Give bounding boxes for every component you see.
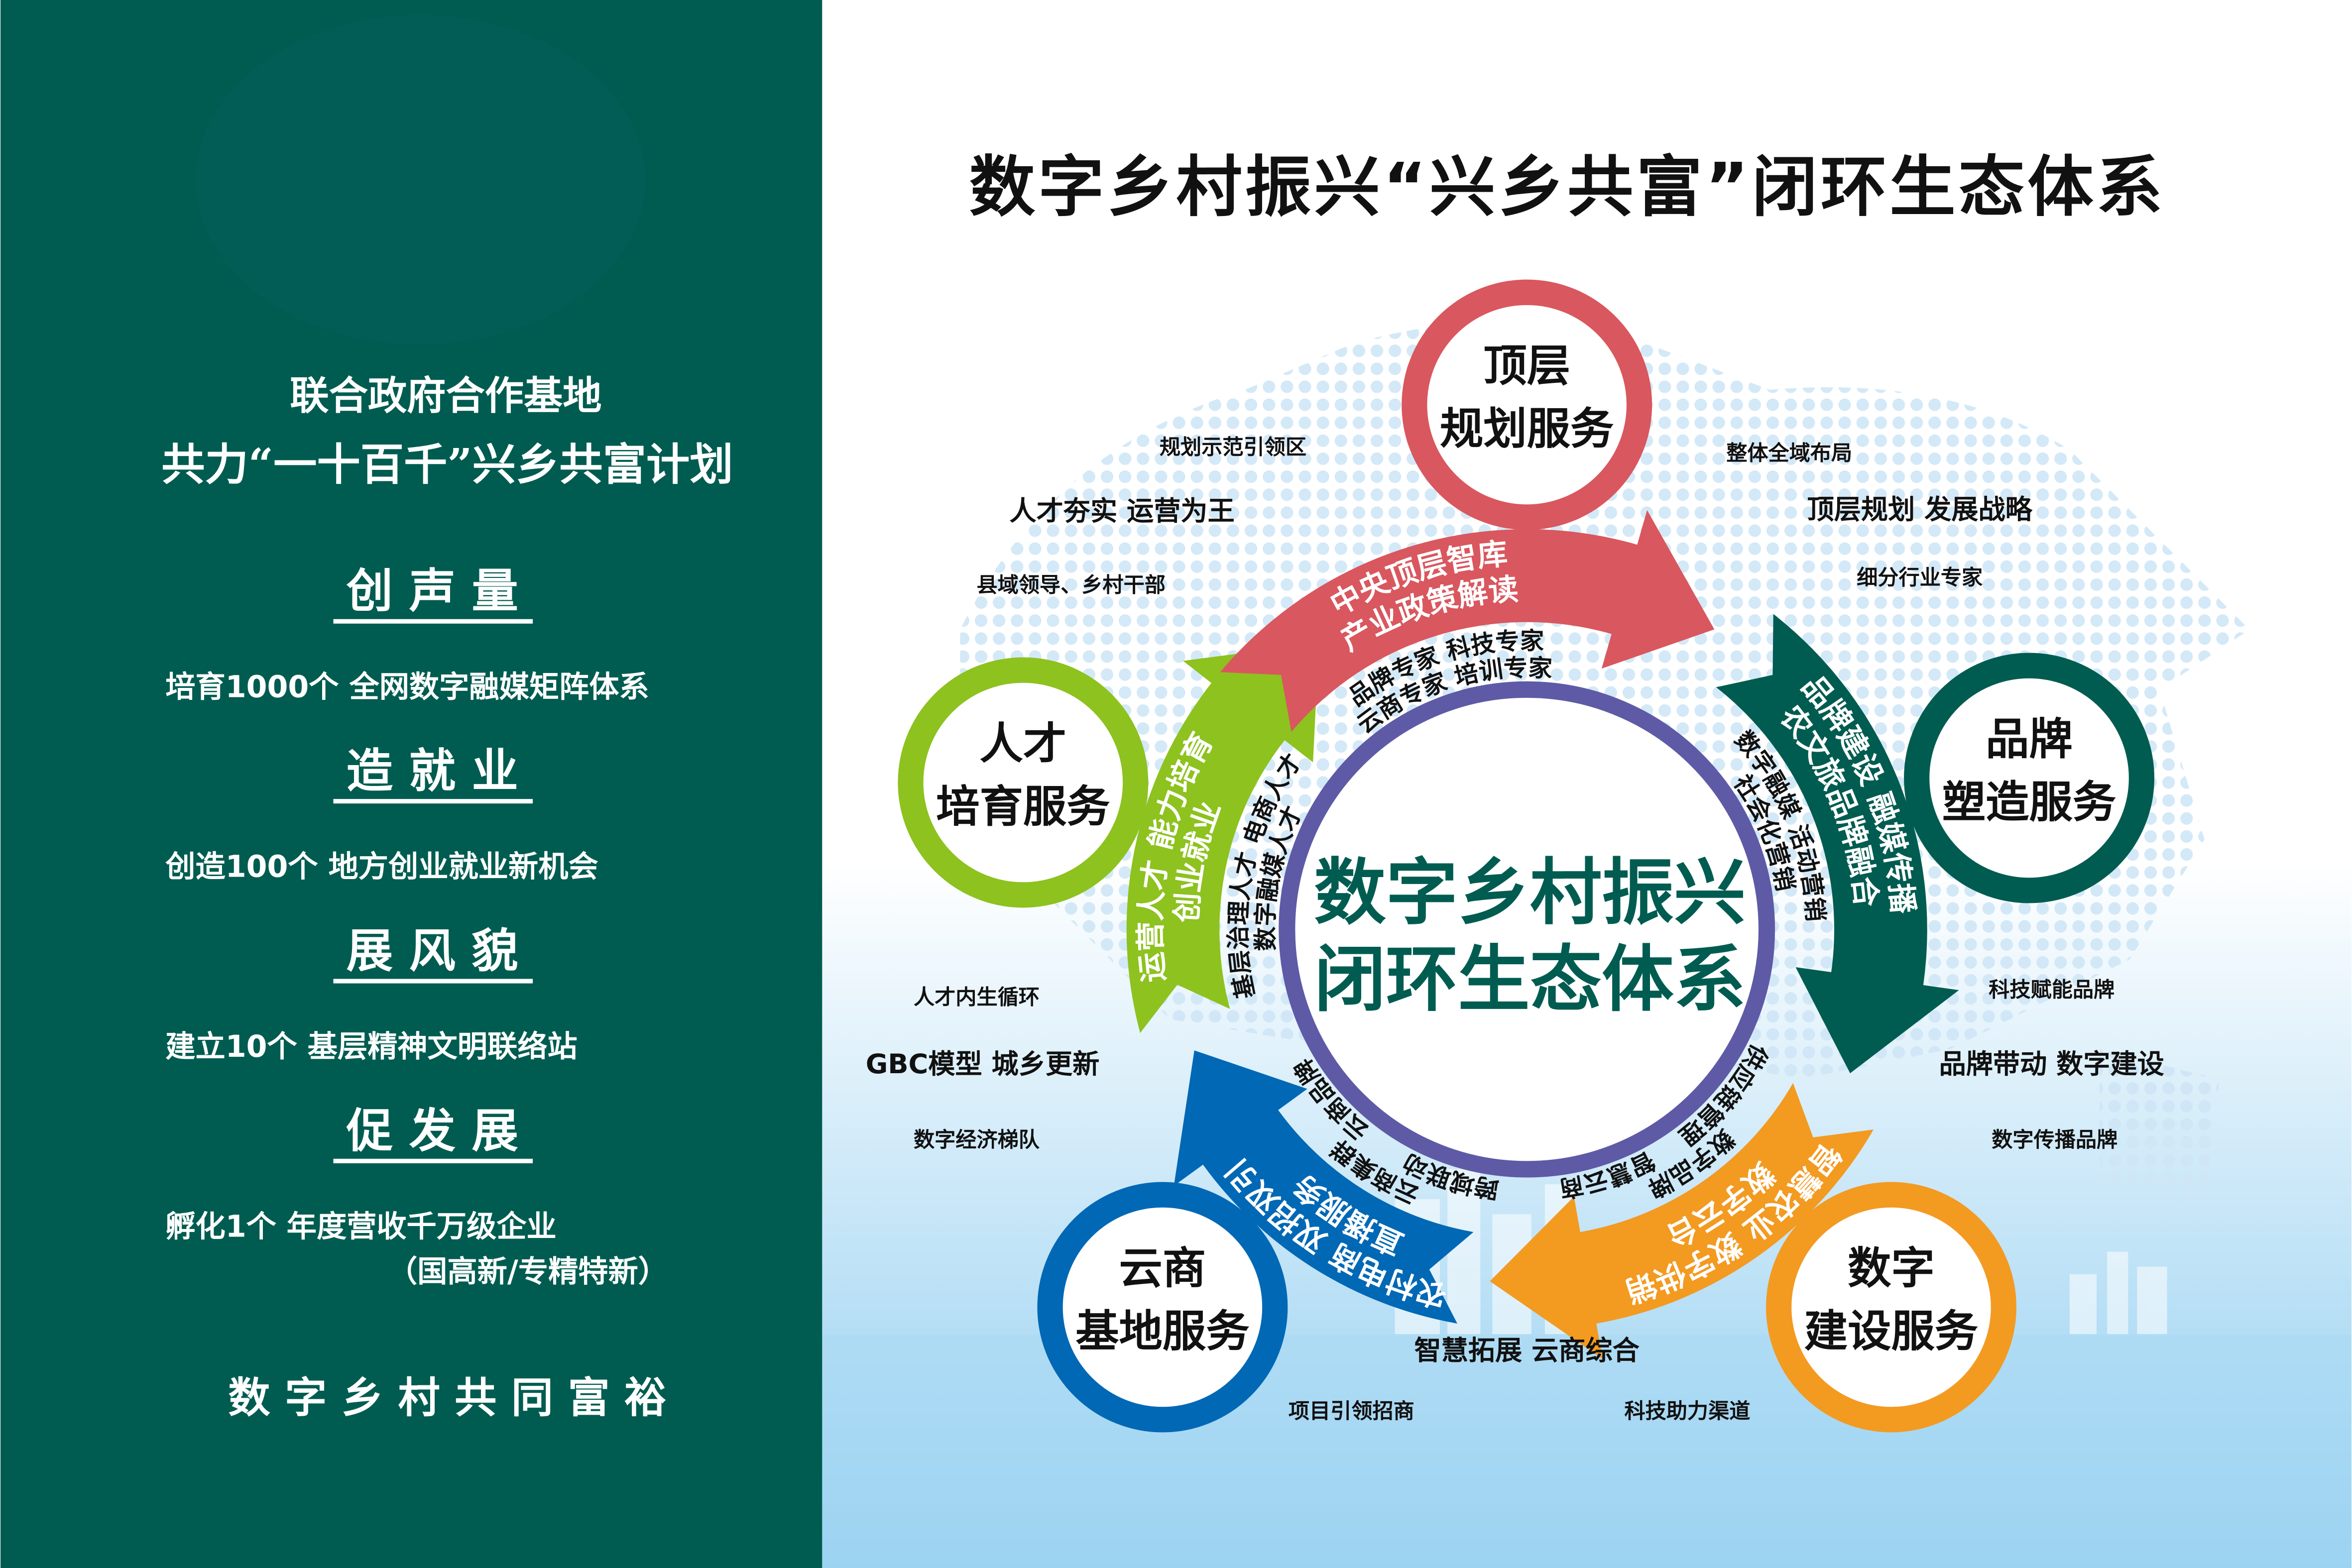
node-ring (1402, 279, 1652, 530)
section-heading: 促 发 展 (346, 1104, 518, 1158)
left-subtitle-2: 共力“一十百千”兴乡共富计划 (161, 439, 733, 490)
side-label: 整体全域布局 (1726, 441, 1852, 465)
heading-underline (333, 799, 533, 804)
node-ring (898, 657, 1149, 908)
section-heading: 造 就 业 (347, 744, 518, 798)
arrow-ring (1126, 510, 1959, 1359)
node-title-line1: 品牌 (1986, 714, 2073, 765)
node-title-line1: 数字 (1848, 1243, 1935, 1294)
side-label: 顶层规划 发展战略 (1807, 494, 2033, 525)
side-label: 科技助力渠道 (1624, 1399, 1750, 1423)
side-label: 细分行业专家 (1857, 565, 1983, 589)
arrow-red-shape (1220, 510, 1715, 732)
page-title: 数字乡村振兴“兴乡共富”闭环生态体系 (969, 149, 2166, 226)
side-label: 智慧拓展 云商综合 (1414, 1335, 1640, 1366)
arrow-orange-shape (1490, 1083, 1874, 1359)
side-label: 项目引领招商 (1289, 1399, 1414, 1423)
left-panel-logo-shadow (195, 15, 645, 345)
section-line: 建立10个 基层精神文明联络站 (165, 1029, 577, 1064)
side-label: 县域领导、乡村干部 (976, 573, 1165, 597)
side-label: 规划示范引领区 (1160, 435, 1306, 459)
section-line: 培育1000个 全网数字融媒矩阵体系 (165, 670, 649, 704)
heading-underline (333, 1158, 533, 1163)
node-ring (1037, 1182, 1288, 1433)
arrow-teal-shape (1716, 614, 1959, 1074)
center-title-line1: 数字乡村振兴 (1314, 851, 1746, 935)
node-title-line1: 云商 (1119, 1243, 1206, 1294)
side-label: 品牌带动 数字建设 (1939, 1048, 2164, 1080)
side-label: 数字经济梯队 (914, 1127, 1040, 1152)
node-title-line2: 建设服务 (1804, 1306, 1978, 1356)
heading-underline (333, 979, 533, 984)
node-ring (1766, 1182, 2016, 1433)
node-title-line2: 基地服务 (1075, 1306, 1249, 1356)
section-line: （国高新/专精特新） (387, 1254, 668, 1289)
section-heading: 展 风 貌 (347, 924, 518, 978)
horizon-band (822, 1334, 2352, 1568)
node-title-line1: 人才 (979, 718, 1066, 769)
section-heading: 创 声 量 (347, 564, 518, 619)
section-line: 孵化1个 年度营收千万级企业 (165, 1209, 557, 1244)
node-title-line1: 顶层 (1483, 340, 1570, 391)
section-line: 创造100个 地方创业就业新机会 (165, 850, 598, 885)
arrow-blue-shape (1174, 1050, 1474, 1324)
arrow-green-shape (1126, 643, 1319, 1033)
left-subtitle-1: 联合政府合作基地 (290, 373, 601, 419)
heading-underline (333, 619, 533, 624)
center-title-line2: 闭环生态体系 (1314, 938, 1746, 1022)
side-label: 人才夯实 运营为王 (1009, 495, 1234, 527)
node-title-line2: 培育服务 (936, 781, 1110, 832)
node-title-line2: 规划服务 (1440, 403, 1614, 454)
side-label: 人才内生循环 (914, 985, 1040, 1009)
node-title-line2: 塑造服务 (1942, 777, 2116, 827)
side-label: 数字传播品牌 (1992, 1127, 2117, 1152)
center-ring (1279, 681, 1775, 1178)
side-label: GBC模型 城乡更新 (866, 1048, 1100, 1080)
node-ring (1904, 653, 2154, 903)
side-label: 科技赋能品牌 (1989, 978, 2115, 1002)
left-slogan: 数 字 乡 村 共 同 富 裕 (228, 1373, 666, 1422)
